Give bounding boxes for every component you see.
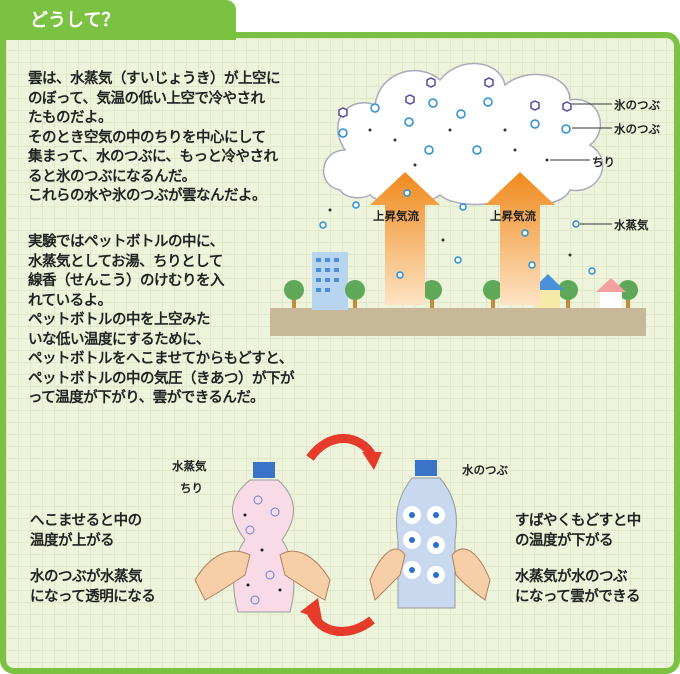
particles bbox=[319, 77, 596, 279]
left-text-2: 水のつぶが水蒸気 になって透明になる bbox=[30, 569, 156, 605]
building bbox=[312, 252, 348, 310]
left-bottle-vapor-label: 水蒸気 bbox=[172, 459, 207, 473]
hands bbox=[194, 548, 491, 601]
label-lines bbox=[550, 103, 612, 225]
left-text-1: へこませると中の 温度が上がる bbox=[30, 513, 142, 549]
ice-label: 氷のつぶ bbox=[614, 98, 660, 112]
right-bottle bbox=[396, 460, 457, 609]
right-bottle-water-label: 水のつぶ bbox=[462, 463, 508, 477]
right-text-1: すばやくもどすと中 の温度が下がる bbox=[515, 513, 641, 549]
header-tab: どうして？ bbox=[0, 0, 236, 40]
cycle-arrows bbox=[305, 434, 376, 636]
vapor-label: 水蒸気 bbox=[614, 218, 649, 232]
intro-text: 雲は、水蒸気（すいじょうき）が上空に のぼって、気温の低い上空で冷やされ たもの… bbox=[28, 71, 281, 204]
header-title: どうして？ bbox=[30, 10, 120, 31]
updraft-label-left: 上昇気流 bbox=[373, 209, 419, 223]
houses bbox=[532, 274, 626, 308]
updraft-label-right: 上昇気流 bbox=[490, 209, 536, 223]
experiment-text: 実験ではペットボトルの中に、 水蒸気としてお湯、ちりとして 線香（せんこう）のけ… bbox=[28, 234, 295, 406]
trees bbox=[284, 280, 638, 308]
dust-label: ちり bbox=[592, 155, 615, 169]
dust-dots bbox=[328, 128, 572, 257]
updraft-arrows bbox=[370, 172, 555, 305]
left-bottle bbox=[232, 462, 295, 613]
cycle-arrowheads bbox=[300, 452, 382, 620]
left-bottle-dust-label: ちり bbox=[180, 481, 203, 495]
right-text-2: 水蒸気が水のつぶ になって雲ができる bbox=[515, 569, 640, 605]
ground bbox=[270, 308, 646, 336]
cloud bbox=[323, 63, 604, 206]
water-label: 水のつぶ bbox=[614, 122, 660, 136]
